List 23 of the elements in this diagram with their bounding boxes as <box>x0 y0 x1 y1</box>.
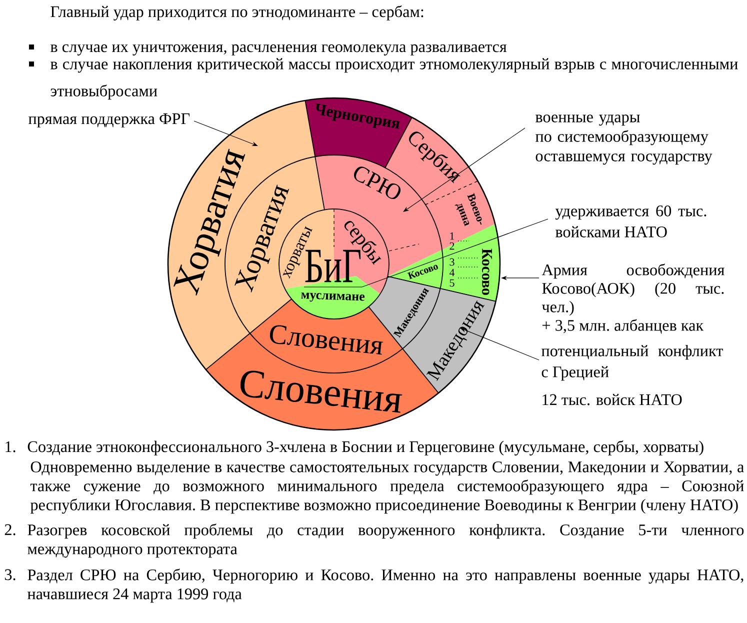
list-number: 2. <box>4 524 16 536</box>
sector-number: 3 <box>450 258 454 266</box>
sector-number: 2 <box>450 242 454 250</box>
list-text: Одновременно выделение в качестве самостоятельных государств Словении, Македонии и Хорватии, а также сужение до возможного минимального предела системообразующего ядра – Союзной республики Югославия. В перспективе возможно присоединение Воеводины к Венгрии (члену НАТО) <box>30 462 744 514</box>
list-text: Разогрев косовской проблемы до стадии вооруженного конфликта. Создание 5-ти членного международного протектората <box>28 524 744 558</box>
list-number: 1. <box>6 441 16 452</box>
annotation-text: 12 тыс. войск НАТО <box>542 394 682 406</box>
title: Главный удар приходится по этнодоминанте – сербам: <box>50 5 424 20</box>
annotation-text: военные удары по системообразующему оставшемуся государству <box>536 114 712 165</box>
annotation-text: потенциальный конфликт с Грецией <box>542 344 723 381</box>
list-text: Создание этноконфессионального 3-хчлена в Боснии и Герцеговине (мусульмане, сербы, хорваты) <box>28 440 704 456</box>
sector-number: 5 <box>450 279 454 287</box>
leader-line <box>304 218 548 288</box>
node-label: Словения <box>240 370 402 413</box>
arrow <box>403 128 526 212</box>
annotation-text: Армия освобождения Косово(АОК) (20 тыс. чел.) + 3,5 млн. албанцев как <box>542 264 724 334</box>
list-text: Раздел СРЮ на Сербию, Черногорию и Косово. Именно на это направлены военные удары НАТО, начавшиеся 24 марта 1999 года <box>28 568 744 603</box>
sector-number: 4 <box>449 268 455 276</box>
node-label: Воево-дина <box>454 192 482 226</box>
annotation-text: удерживается 60 тыс. войсками НАТО <box>555 205 706 238</box>
sector-number: 1 <box>450 232 454 240</box>
list-number: 3. <box>4 569 16 580</box>
bullet-text: в случае их уничтожения, расчленения геомолекула разваливается <box>50 44 507 56</box>
